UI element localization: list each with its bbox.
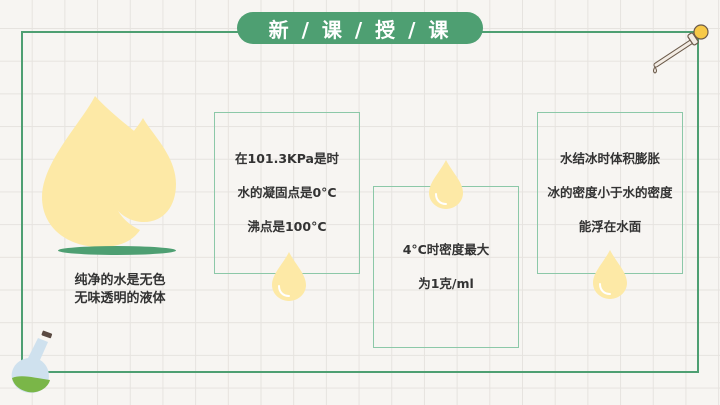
card-2-line-2: 为1克/ml [418,276,474,291]
flask-icon [11,330,53,393]
card-1-line-2: 水的凝固点是0°C [237,185,337,200]
water-drop-icon [593,250,627,299]
card-3-line-1: 水结冰时体积膨胀 [559,151,660,166]
card-2-line-1: 4°C时密度最大 [402,242,490,257]
page-title-text: 新 / 课 / 授 / 课 [268,17,452,42]
page-title: 新 / 课 / 授 / 课 [237,12,483,44]
left-caption: 纯净的水是无色 无味透明的液体 [40,272,200,308]
caption-line-1: 纯净的水是无色 [74,273,166,288]
drop-shadow-ellipse [58,246,176,255]
card-3-line-2: 冰的密度小于水的密度 [547,185,673,200]
card-1-line-1: 在101.3KPa是时 [235,151,339,166]
card-3-line-3: 能浮在水面 [578,219,642,234]
water-drop-icon [272,252,306,301]
info-card-ice-floats: 水结冰时体积膨胀 冰的密度小于水的密度 能浮在水面 [537,112,683,274]
dropper-icon [653,24,709,74]
info-card-max-density: 4°C时密度最大 为1克/ml [373,186,519,348]
large-water-drops-icon [42,96,176,247]
card-1-line-3: 沸点是100°C [247,219,327,234]
caption-line-2: 无味透明的液体 [74,291,166,306]
water-drop-icon [429,160,463,209]
